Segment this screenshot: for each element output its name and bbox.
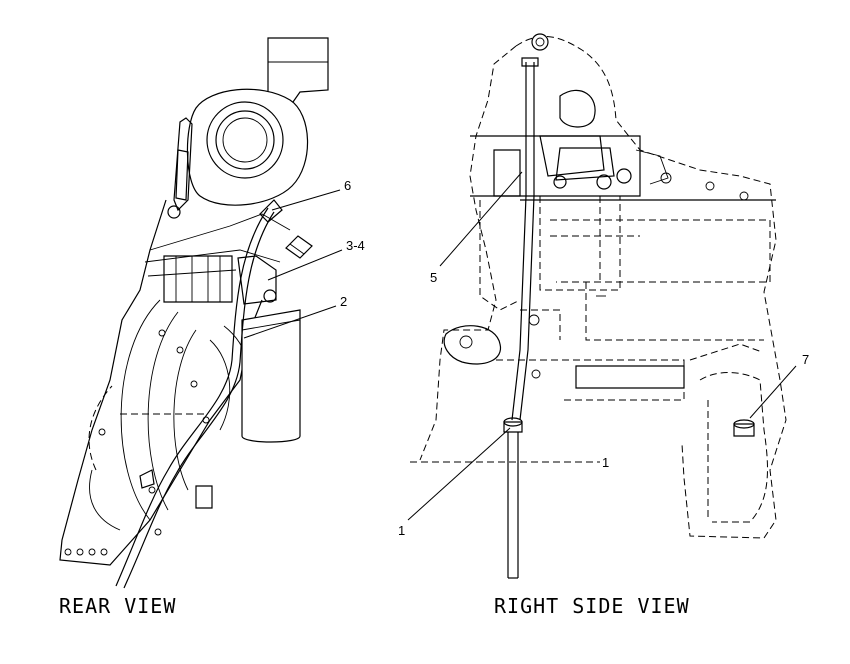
rear-block-outline [59,199,263,566]
rear-view-drawing [59,37,329,589]
callout-1-tube: 1 [398,523,405,538]
breather-cap [531,33,549,51]
right-side-callouts: 5 7 1 1 [398,171,809,538]
oil-filter [241,309,301,443]
dipstick-tube-rear [115,207,269,587]
turbocharger [186,88,309,206]
callout-6: 6 [344,178,351,193]
callout-7: 7 [802,352,809,367]
mounting-ear [443,325,502,365]
callout-5: 5 [430,270,437,285]
right-side-view-drawing [410,33,787,579]
callout-2: 2 [340,294,347,309]
rear-view-callouts: 6 3-4 2 [243,178,365,339]
right-side-view-caption: RIGHT SIDE VIEW [494,594,690,618]
callout-3-4: 3-4 [346,238,365,253]
rear-view-caption: REAR VIEW [59,594,177,618]
callout-1-level: 1 [602,455,609,470]
engine-outline [515,35,787,539]
drain-plug [733,423,755,437]
